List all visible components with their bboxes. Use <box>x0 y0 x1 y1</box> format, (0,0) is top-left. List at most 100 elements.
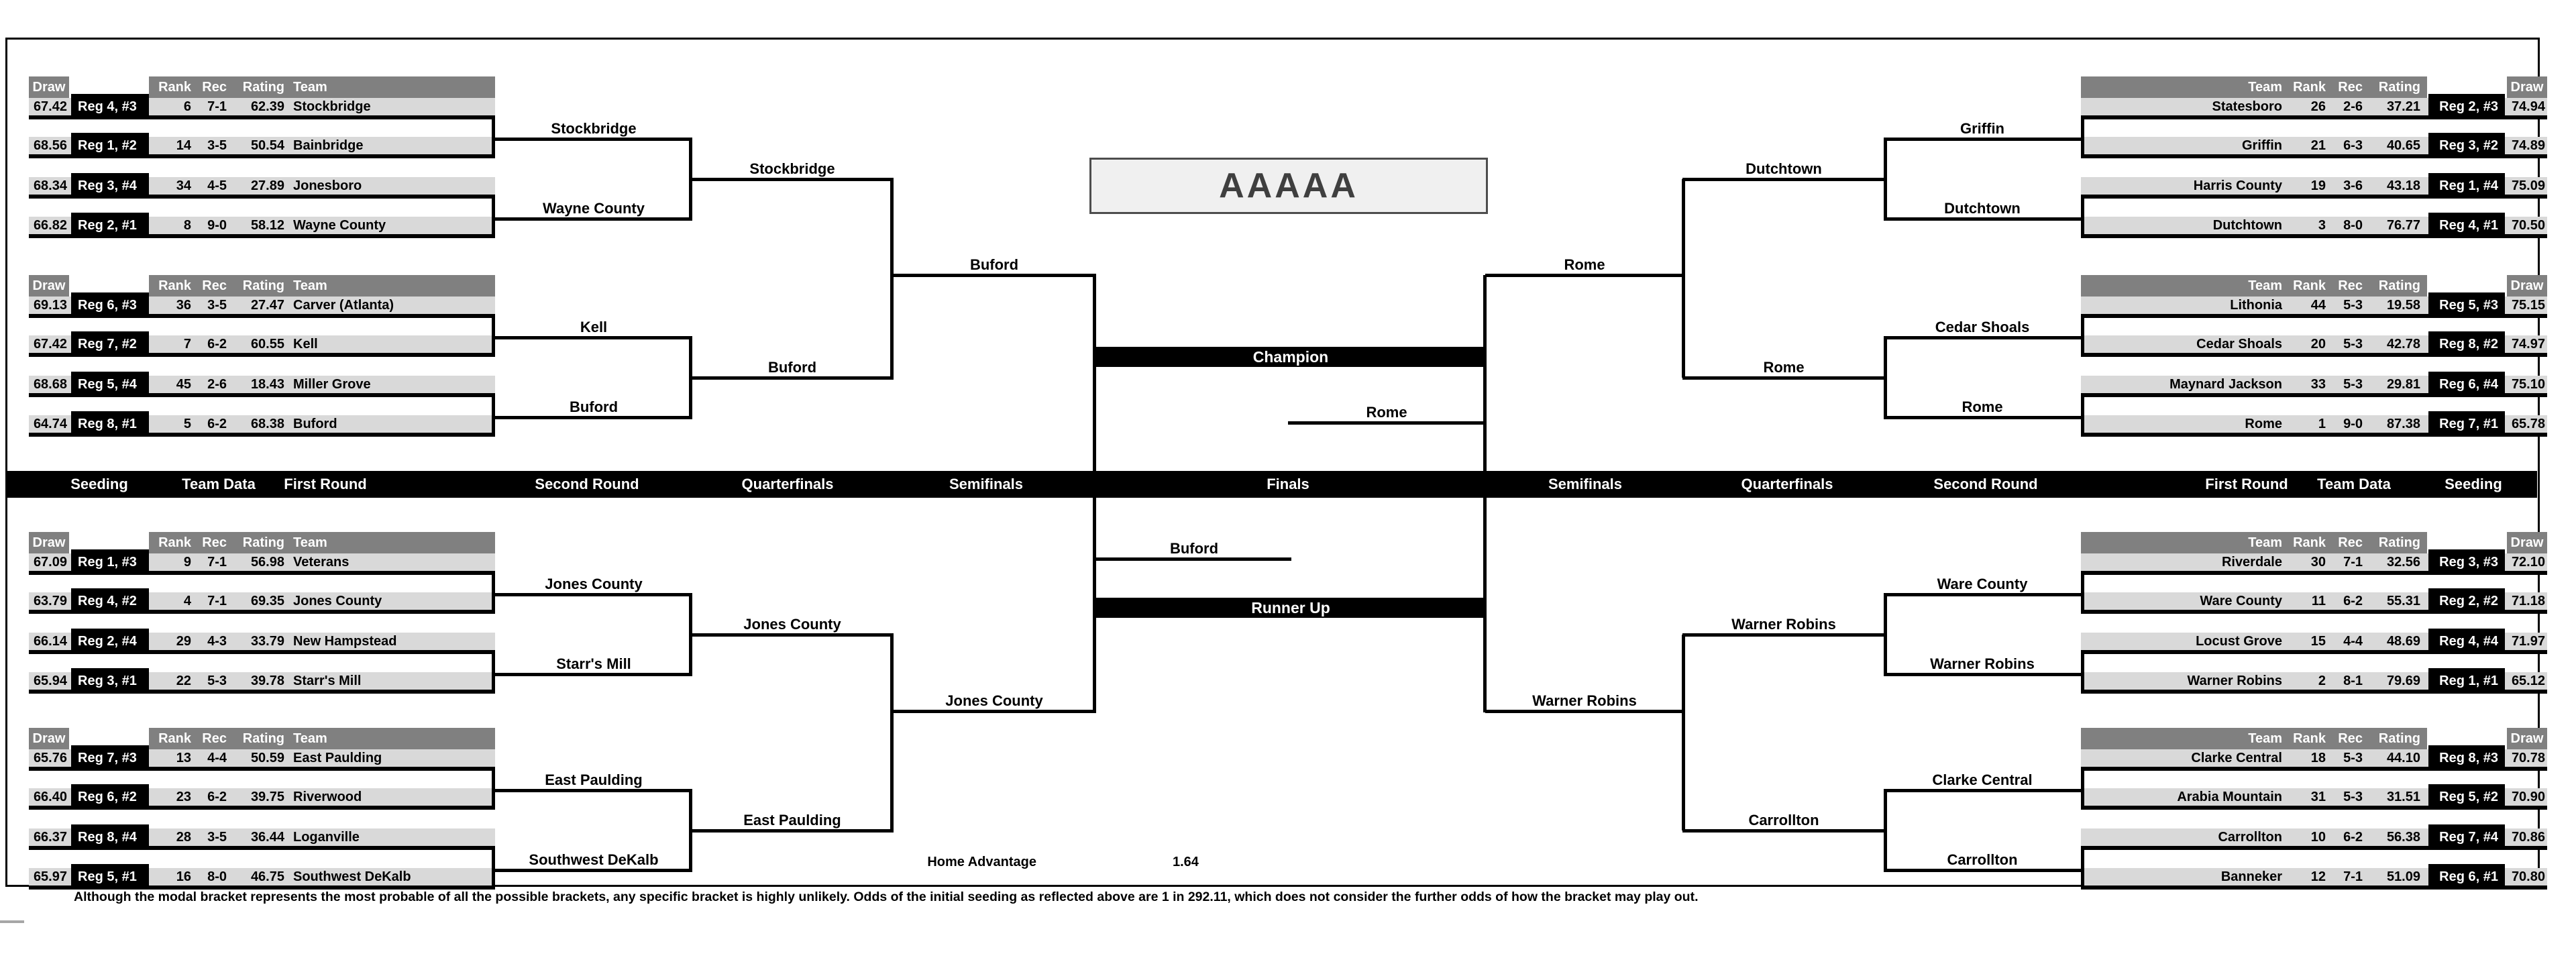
seed-cell: Reg 6, #3 <box>71 292 149 318</box>
rec-header: Rec <box>202 79 227 95</box>
rec-value: 3-5 <box>207 138 227 153</box>
rec-value: 8-1 <box>2343 673 2363 688</box>
advancement-label: Buford <box>969 256 1019 273</box>
advancement-label: Kell <box>580 319 608 335</box>
bracket-connector <box>1682 635 1685 830</box>
draw-value: 70.86 <box>2511 829 2545 845</box>
rank-value: 19 <box>2310 178 2326 193</box>
team-name: Clarke Central <box>2191 750 2282 765</box>
team-name: Buford <box>293 416 337 431</box>
bracket-connector <box>2081 315 2084 357</box>
team-name: New Hampstead <box>293 633 397 649</box>
draw-value: 65.94 <box>33 673 67 688</box>
advancement-label: Southwest DeKalb <box>529 851 659 868</box>
rating-value: 33.79 <box>250 633 284 649</box>
round-label: Quarterfinals <box>741 476 834 492</box>
rank-value: 8 <box>183 217 191 233</box>
bracket-line <box>691 829 894 833</box>
draw-value: 75.15 <box>2511 297 2545 313</box>
bracket-line <box>495 869 692 872</box>
bracket-connector <box>492 651 495 694</box>
team-name: Harris County <box>2193 178 2282 193</box>
rec-value: 6-2 <box>2343 829 2363 845</box>
team-name: Stockbridge <box>293 99 371 114</box>
seed-cell: Reg 6, #4 <box>2428 372 2505 397</box>
table-header <box>149 728 495 749</box>
rating-header: Rating <box>242 79 284 95</box>
rec-value: 4-3 <box>207 633 227 649</box>
rank-value: 28 <box>176 829 191 845</box>
rec-header: Rec <box>2338 731 2363 746</box>
team-name: Riverdale <box>2221 554 2282 570</box>
bracket-connector <box>2081 116 2084 158</box>
rec-value: 9-0 <box>207 217 227 233</box>
round-label: First Round <box>2205 476 2288 492</box>
rating-header: Rating <box>2378 731 2420 746</box>
draw-value: 74.94 <box>2511 99 2545 114</box>
bracket-line <box>1682 829 1885 833</box>
rec-value: 6-2 <box>207 336 227 352</box>
rank-header: Rank <box>158 278 191 293</box>
bracket-connector <box>689 139 692 219</box>
bracket-line <box>1884 416 2081 419</box>
seed-cell: Reg 3, #2 <box>2428 133 2505 158</box>
rating-value: 19.58 <box>2386 297 2420 313</box>
advancement-label: Rome <box>1366 404 1407 421</box>
rec-header: Rec <box>202 731 227 746</box>
advancement-label: Warner Robins <box>1731 616 1836 633</box>
seed-cell: Reg 5, #1 <box>71 864 149 890</box>
rating-value: 32.56 <box>2386 554 2420 570</box>
advancement-label: Clarke Central <box>1932 771 2033 788</box>
seed-cell: Reg 2, #4 <box>71 629 149 654</box>
round-label: Semifinals <box>1548 476 1623 492</box>
advancement-label: Ware County <box>1937 576 2028 592</box>
rating-value: 39.78 <box>250 673 284 688</box>
round-label: Semifinals <box>949 476 1024 492</box>
team-name: Rome <box>2245 416 2282 431</box>
advancement-label: Griffin <box>1960 120 2004 137</box>
seed-cell: Reg 2, #2 <box>2428 588 2505 614</box>
classification-title: AAAAA <box>1219 166 1358 205</box>
rating-value: 29.81 <box>2386 376 2420 392</box>
rank-value: 21 <box>2310 138 2326 153</box>
rating-value: 50.59 <box>250 750 284 765</box>
draw-header-label: Draw <box>2510 278 2544 293</box>
rank-header: Rank <box>2293 79 2326 95</box>
bracket-connector <box>1884 139 1887 219</box>
bracket-line <box>1884 138 2081 141</box>
bracket-connector <box>689 790 692 870</box>
finals-left-connector <box>1093 275 1096 712</box>
rec-header: Rec <box>2338 535 2363 550</box>
rec-value: 9-0 <box>2343 416 2363 431</box>
team-header: Team <box>2248 731 2282 746</box>
footnote: Although the modal bracket represents th… <box>74 890 1699 904</box>
seed-cell: Reg 8, #4 <box>71 824 149 850</box>
advancement-label: Wayne County <box>543 200 645 217</box>
seed-cell: Reg 7, #2 <box>71 331 149 357</box>
rank-value: 26 <box>2310 99 2326 114</box>
rating-value: 87.38 <box>2386 416 2420 431</box>
draw-value: 68.56 <box>33 138 67 153</box>
draw-value: 74.97 <box>2511 336 2545 352</box>
team-header: Team <box>2248 278 2282 293</box>
finals-right-connector <box>1483 275 1487 712</box>
rec-value: 7-1 <box>207 99 227 114</box>
runner-up-bar: Runner Up <box>1096 598 1485 618</box>
draw-value: 68.68 <box>33 376 67 392</box>
bracket-connector <box>492 572 495 614</box>
rec-value: 8-0 <box>207 869 227 884</box>
bracket-line <box>892 274 1096 277</box>
rec-value: 5-3 <box>2343 789 2363 804</box>
round-label: Finals <box>1267 476 1309 492</box>
rec-value: 6-2 <box>207 789 227 804</box>
seed-cell: Reg 7, #4 <box>2428 824 2505 850</box>
team-name: Bainbridge <box>293 138 364 153</box>
team-name: Maynard Jackson <box>2169 376 2282 392</box>
round-label: Team Data <box>2317 476 2391 492</box>
home-advantage-value: 1.64 <box>1173 855 1199 869</box>
rating-value: 62.39 <box>250 99 284 114</box>
rank-value: 2 <box>2318 673 2326 688</box>
team-name: Carver (Atlanta) <box>293 297 394 313</box>
rating-value: 79.69 <box>2386 673 2420 688</box>
rank-value: 20 <box>2310 336 2326 352</box>
